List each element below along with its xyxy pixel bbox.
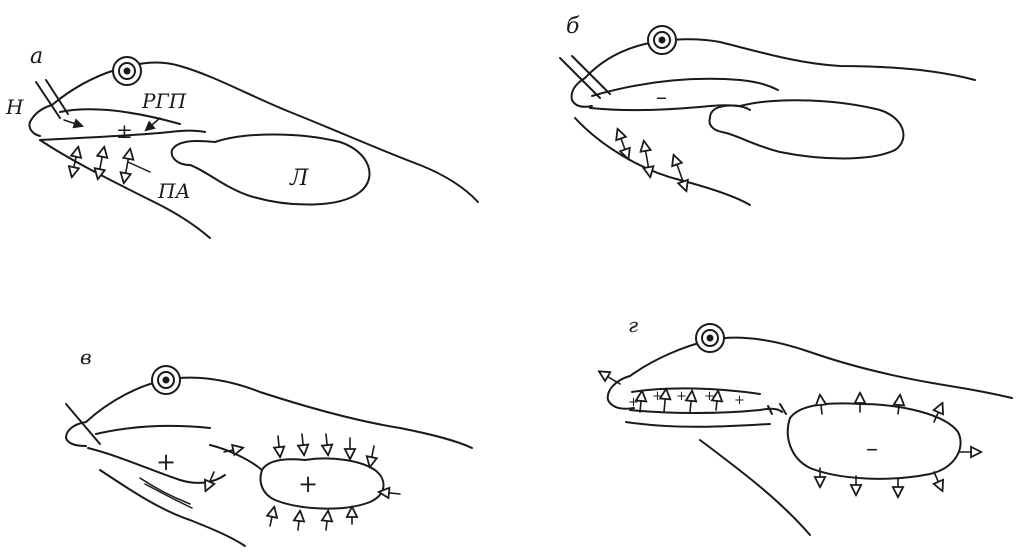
- panel-b-cavity-roof: [592, 79, 778, 96]
- panel-a-lung: [172, 135, 370, 205]
- panel-g-sign-cavity-1: +: [628, 395, 639, 410]
- panel-a-label-floor: ПА: [157, 179, 191, 203]
- panel-v-head-outline: [86, 378, 472, 448]
- panel-g-sign-cavity-2: +: [652, 389, 663, 404]
- panel-b-letter: б: [566, 14, 580, 39]
- panel-g-throat-floor: [626, 422, 770, 427]
- panel-v-snout: [66, 422, 86, 446]
- panel-g-sign-cavity-4: +: [704, 389, 715, 404]
- panel-a-sign-cavity: ±: [116, 119, 133, 143]
- panel-g-sign-lung: –: [866, 434, 878, 462]
- panel-a-label-lung: Л: [289, 166, 309, 191]
- panel-a-eye: [113, 57, 141, 85]
- panel-v-sign-cavity: +: [156, 448, 176, 476]
- panel-b-sign-cavity: –: [656, 85, 667, 110]
- panel-g-lung-arrows: [820, 394, 980, 496]
- panel-b: б –: [560, 14, 975, 205]
- panel-a-label-cavity: РГП: [141, 89, 187, 113]
- panel-v-nostril: [66, 404, 100, 444]
- panel-g-cavity-signs: + + + + +: [628, 389, 745, 410]
- panel-a: а Н РГП ± Л ПА: [5, 44, 478, 238]
- panel-b-head-outline: [585, 39, 975, 80]
- panel-g-cavity-floor: [630, 409, 782, 413]
- panel-v-cavity-roof: [96, 426, 210, 434]
- panel-b-lung: [710, 100, 904, 158]
- panel-g: г + + + + +: [600, 313, 1012, 535]
- panel-g-nostril-arrow: [600, 372, 620, 384]
- panel-a-floor-pointer: [128, 162, 150, 172]
- panel-v-letter: в: [80, 345, 92, 369]
- panel-g-sign-cavity-3: +: [676, 389, 687, 404]
- panel-a-letter: а: [30, 44, 43, 69]
- panel-v-lung: [261, 458, 384, 508]
- panel-v: в + +: [66, 345, 472, 546]
- panel-v-sign-lung: +: [298, 470, 318, 498]
- panel-a-label-nostril: Н: [5, 95, 24, 119]
- panel-v-eye: [152, 366, 180, 394]
- panel-b-throat-floor: [575, 118, 750, 205]
- panel-g-letter: г: [628, 313, 638, 337]
- panel-v-throat-hatch: [140, 478, 192, 508]
- panel-b-eye: [648, 26, 676, 54]
- panel-g-sign-cavity-5: +: [734, 393, 745, 408]
- panel-g-eye: [696, 324, 724, 352]
- panel-a-snout: [29, 105, 52, 136]
- panel-a-nostril-pointer: [64, 120, 82, 126]
- panel-v-throat-floor: [100, 470, 245, 546]
- panel-a-cavity-pointer: [146, 118, 160, 130]
- panel-b-snout: [572, 78, 592, 107]
